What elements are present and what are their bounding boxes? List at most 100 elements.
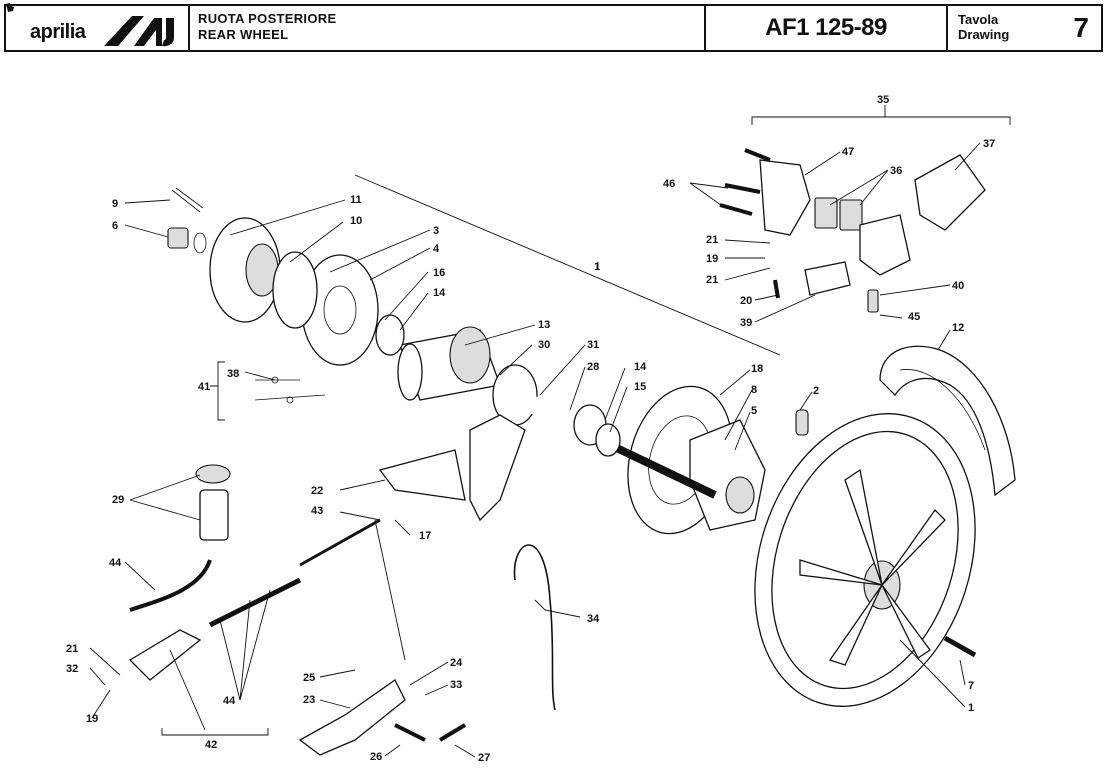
callout-22: 22 xyxy=(311,485,323,497)
callout-36: 36 xyxy=(890,165,902,177)
callout-32: 32 xyxy=(66,663,78,675)
drawing-label-english: Drawing xyxy=(958,27,1010,42)
callout-17: 17 xyxy=(419,530,431,542)
cush-drive-hub xyxy=(209,217,281,323)
callout-13: 13 xyxy=(538,319,550,331)
title-cell: RUOTA POSTERIORE REAR WHEEL xyxy=(190,6,706,50)
callout-19-bottom: 19 xyxy=(86,713,98,725)
reservoir-hose xyxy=(129,559,212,612)
callout-12: 12 xyxy=(952,322,964,334)
split-pin xyxy=(171,187,204,213)
callout-7: 7 xyxy=(968,680,974,692)
damper-rubbers xyxy=(272,251,318,329)
callout-43: 43 xyxy=(311,505,323,517)
callout-labels: 1 35 9 6 11 10 3 4 16 14 13 30 31 28 14 … xyxy=(66,94,995,764)
callout-27: 27 xyxy=(478,752,490,764)
title-block: aprilia RUOTA POSTERIORE REAR WHEEL AF1 … xyxy=(4,3,1103,52)
wheel-hub-flange xyxy=(689,419,766,531)
callout-34: 34 xyxy=(587,613,600,625)
pedal-pivot xyxy=(394,723,426,742)
drawing-cell: Tavola Drawing 7 xyxy=(948,6,1101,50)
callout-11: 11 xyxy=(350,194,362,206)
callout-21-bottom: 21 xyxy=(66,643,78,655)
reservoir xyxy=(195,464,231,541)
callout-40: 40 xyxy=(952,280,964,292)
callout-5: 5 xyxy=(751,405,757,417)
callout-46: 46 xyxy=(663,178,675,190)
callout-45: 45 xyxy=(908,311,920,323)
callout-3: 3 xyxy=(433,225,439,237)
callout-21-mid: 21 xyxy=(706,274,718,286)
aprilia-logo-icon xyxy=(104,16,174,47)
callout-41: 41 xyxy=(198,381,210,393)
chain-link-kit xyxy=(254,376,326,404)
callout-28: 28 xyxy=(587,361,599,373)
axle-spindle xyxy=(598,436,717,499)
caliper-support xyxy=(744,148,811,236)
tyre-valve xyxy=(795,409,809,436)
brake-cable xyxy=(513,544,556,711)
brand-name: aprilia xyxy=(30,21,86,43)
brake-pedal xyxy=(298,679,406,756)
callout-1-rim: 1 xyxy=(968,702,974,714)
wheel-axle-bolt xyxy=(943,635,977,658)
spacer-bracket xyxy=(378,449,466,501)
callout-19-top: 19 xyxy=(706,253,718,265)
callout-35: 35 xyxy=(877,94,889,106)
drawing-number: 7 xyxy=(1073,12,1089,43)
drawing-label-italian: Tavola xyxy=(958,12,999,27)
callout-26: 26 xyxy=(370,751,382,763)
pedal-spring xyxy=(438,723,467,742)
pushrod xyxy=(208,518,381,628)
callout-42: 42 xyxy=(205,739,217,751)
callout-10: 10 xyxy=(350,215,362,227)
callout-37: 37 xyxy=(983,138,995,150)
callout-1-assembly: 1 xyxy=(594,261,600,273)
callout-2: 2 xyxy=(813,385,819,397)
callout-18: 18 xyxy=(751,363,763,375)
callout-20: 20 xyxy=(740,295,752,307)
hand-pointer-icon xyxy=(6,3,14,12)
callout-6: 6 xyxy=(112,220,118,232)
bearing-right xyxy=(573,404,621,457)
callout-14-right: 14 xyxy=(634,361,647,373)
pad-bag xyxy=(914,154,986,231)
title-english: REAR WHEEL xyxy=(198,27,289,42)
axle-sleeve xyxy=(397,326,501,401)
bleed-screw xyxy=(867,289,879,313)
callout-14-left: 14 xyxy=(433,287,446,299)
caliper-bracket-arm xyxy=(469,414,526,522)
callout-39: 39 xyxy=(740,317,752,329)
model-code: AF1 125-89 xyxy=(765,14,887,41)
leader-lines xyxy=(89,105,1011,758)
callout-38: 38 xyxy=(227,368,239,380)
brake-pads xyxy=(814,197,863,231)
callout-29: 29 xyxy=(112,494,124,506)
callout-9: 9 xyxy=(112,198,118,210)
pad-spring xyxy=(804,261,851,296)
callout-24: 24 xyxy=(450,657,463,669)
brand-logo-cell: aprilia xyxy=(6,3,190,50)
callout-44-left: 44 xyxy=(109,557,122,569)
callout-8: 8 xyxy=(751,384,757,396)
title-italian: RUOTA POSTERIORE xyxy=(198,11,337,26)
master-cylinder xyxy=(128,629,202,681)
rear-fender xyxy=(879,345,1016,497)
rear-wheel-rim xyxy=(754,413,976,707)
callout-31: 31 xyxy=(587,339,599,351)
callout-30: 30 xyxy=(538,339,550,351)
callout-23: 23 xyxy=(303,694,315,706)
model-cell: AF1 125-89 xyxy=(706,6,948,50)
callout-44-bottom: 44 xyxy=(223,695,236,707)
callout-33: 33 xyxy=(450,679,462,691)
callout-25: 25 xyxy=(303,672,315,684)
axle-nut xyxy=(167,227,207,254)
callout-15: 15 xyxy=(634,381,646,393)
callout-4: 4 xyxy=(433,243,440,255)
callout-16: 16 xyxy=(433,267,445,279)
caliper-body xyxy=(859,214,911,276)
callout-47: 47 xyxy=(842,146,854,158)
bearing-left xyxy=(375,314,405,356)
callout-21-top: 21 xyxy=(706,234,718,246)
